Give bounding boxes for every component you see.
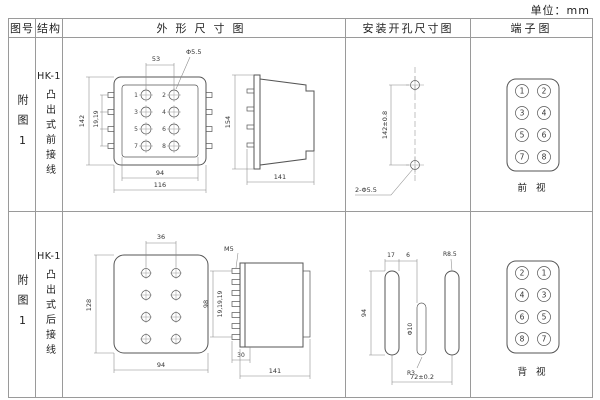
structure-cell: HK-1 凸出式后接线 bbox=[35, 211, 63, 398]
relay-side-view: 154 141 bbox=[224, 74, 314, 185]
dim-R8.5: R8.5 bbox=[443, 251, 457, 258]
face-number-3: 3 bbox=[134, 109, 138, 116]
outline-drawing-front-wiring: 1 2 3 4 5 6 7 8 53 Φ5.5 bbox=[78, 48, 314, 193]
fig-no-cell: 附图1 bbox=[8, 211, 36, 398]
header-row: 图号 结构 外形尺寸图 安装开孔尺寸图 端子图 bbox=[8, 18, 593, 38]
fig-no: 附图1 bbox=[16, 93, 30, 156]
face-number-8: 8 bbox=[162, 143, 166, 150]
outline-cell: 1 2 3 4 5 6 7 8 53 Φ5.5 bbox=[62, 37, 346, 212]
terminal-8: 8 bbox=[541, 152, 546, 161]
structure-cell: HK-1 凸出式前接线 bbox=[35, 37, 63, 212]
dim-6: 6 bbox=[406, 252, 410, 259]
dim-53: 53 bbox=[151, 55, 159, 63]
face-number-4: 4 bbox=[162, 109, 166, 116]
relay-front-view: 1 2 3 4 5 6 7 8 bbox=[107, 76, 212, 165]
face-number-2: 2 bbox=[162, 92, 166, 99]
terminal-2: 2 bbox=[519, 268, 524, 277]
relay-rear-view bbox=[113, 254, 208, 353]
dim-17: 17 bbox=[387, 252, 395, 259]
dim-94: 94 bbox=[156, 361, 164, 369]
model-label: HK-1 bbox=[37, 70, 61, 82]
dim-94: 94 bbox=[360, 308, 368, 316]
dim-72-tolerance: 72±0.2 bbox=[409, 373, 433, 381]
dim-116: 116 bbox=[153, 181, 165, 189]
header-terminal: 端子图 bbox=[470, 18, 593, 38]
terminal-4: 4 bbox=[519, 290, 524, 299]
terminal-cell: 2 1 4 3 6 5 8 7 背 视 bbox=[470, 211, 593, 398]
dim-141: 141 bbox=[268, 367, 280, 375]
terminal-1: 1 bbox=[541, 268, 546, 277]
terminal-1: 1 bbox=[519, 86, 524, 95]
structure-label: 凸出式前接线 bbox=[43, 88, 55, 179]
face-number-1: 1 bbox=[134, 92, 138, 99]
spec-table: 图号 结构 外形尺寸图 安装开孔尺寸图 端子图 附图1 HK-1 凸出式前接线 bbox=[8, 18, 593, 398]
dim-M5: M5 bbox=[224, 245, 234, 253]
terminal-7: 7 bbox=[519, 152, 524, 161]
install-drawing-rear-wiring: 17 6 R8.5 94 Φ10 R3 72±0.2 bbox=[360, 251, 459, 385]
dim-19-19-19: 19,19,19 bbox=[217, 290, 224, 317]
terminal-3: 3 bbox=[519, 108, 524, 117]
face-number-6: 6 bbox=[162, 126, 166, 133]
terminal-6: 6 bbox=[541, 130, 546, 139]
structure-label: 凸出式后接线 bbox=[43, 268, 55, 359]
install-cell: 142±0.8 2-Φ5.5 bbox=[345, 37, 471, 212]
header-structure: 结构 bbox=[35, 18, 63, 38]
dim-128: 128 bbox=[85, 298, 93, 310]
dim-R3: R3 bbox=[407, 370, 415, 377]
dim-154: 154 bbox=[224, 115, 232, 127]
terminal-8: 8 bbox=[519, 334, 524, 343]
header-install: 安装开孔尺寸图 bbox=[345, 18, 471, 38]
fig-no: 附图1 bbox=[16, 273, 30, 336]
install-cell: 17 6 R8.5 94 Φ10 R3 72±0.2 bbox=[345, 211, 471, 398]
terminal-2: 2 bbox=[541, 86, 546, 95]
dim-36: 36 bbox=[156, 233, 164, 241]
outline-cell: 36 128 94 bbox=[62, 211, 346, 398]
fig-no-cell: 附图1 bbox=[8, 37, 36, 212]
dim-30: 30 bbox=[237, 352, 245, 359]
face-number-5: 5 bbox=[134, 126, 138, 133]
dim-2-phi5.5: 2-Φ5.5 bbox=[355, 186, 377, 194]
dim-141: 141 bbox=[273, 173, 285, 181]
face-number-7: 7 bbox=[134, 143, 138, 150]
view-caption-rear: 背 视 bbox=[517, 366, 548, 378]
dim-19-19: 19,19 bbox=[93, 110, 100, 127]
spec-row-rear-wiring: 附图1 HK-1 凸出式后接线 bbox=[8, 211, 593, 398]
terminal-3: 3 bbox=[541, 290, 546, 299]
terminal-4: 4 bbox=[541, 108, 546, 117]
relay-rear-side-view: M5 98 19,19,19 30 141 bbox=[202, 245, 310, 379]
rear-view-dimensions: 36 128 94 bbox=[85, 233, 208, 373]
terminal-6: 6 bbox=[519, 312, 524, 321]
terminal-cell: 1 2 3 4 5 6 7 8 前 视 bbox=[470, 37, 593, 212]
view-caption-front: 前 视 bbox=[517, 182, 548, 194]
dim-phi10: Φ10 bbox=[407, 322, 414, 335]
dim-98: 98 bbox=[202, 299, 210, 307]
outline-drawing-rear-wiring: 36 128 94 bbox=[85, 233, 310, 379]
header-outline: 外形尺寸图 bbox=[62, 18, 346, 38]
model-label: HK-1 bbox=[37, 250, 61, 262]
terminal-diagram-front-view: 1 2 3 4 5 6 7 8 前 视 bbox=[506, 78, 559, 194]
dim-phi5.5: Φ5.5 bbox=[186, 48, 201, 56]
terminal-5: 5 bbox=[541, 312, 546, 321]
terminal-5: 5 bbox=[519, 130, 524, 139]
terminal-diagram-rear-view: 2 1 4 3 6 5 8 7 背 视 bbox=[506, 260, 559, 378]
front-view-dimensions: 53 Φ5.5 142 19,19 94 116 bbox=[78, 48, 206, 193]
dim-142: 142 bbox=[78, 114, 86, 126]
install-drawing-front-wiring: 142±0.8 2-Φ5.5 bbox=[354, 66, 424, 195]
terminal-7: 7 bbox=[541, 334, 546, 343]
spec-row-front-wiring: 附图1 HK-1 凸出式前接线 bbox=[8, 37, 593, 212]
header-fig-no: 图号 bbox=[8, 18, 36, 38]
unit-label: 单位：mm bbox=[530, 4, 590, 17]
dim-94: 94 bbox=[155, 169, 163, 177]
dim-142-tolerance: 142±0.8 bbox=[381, 110, 389, 138]
